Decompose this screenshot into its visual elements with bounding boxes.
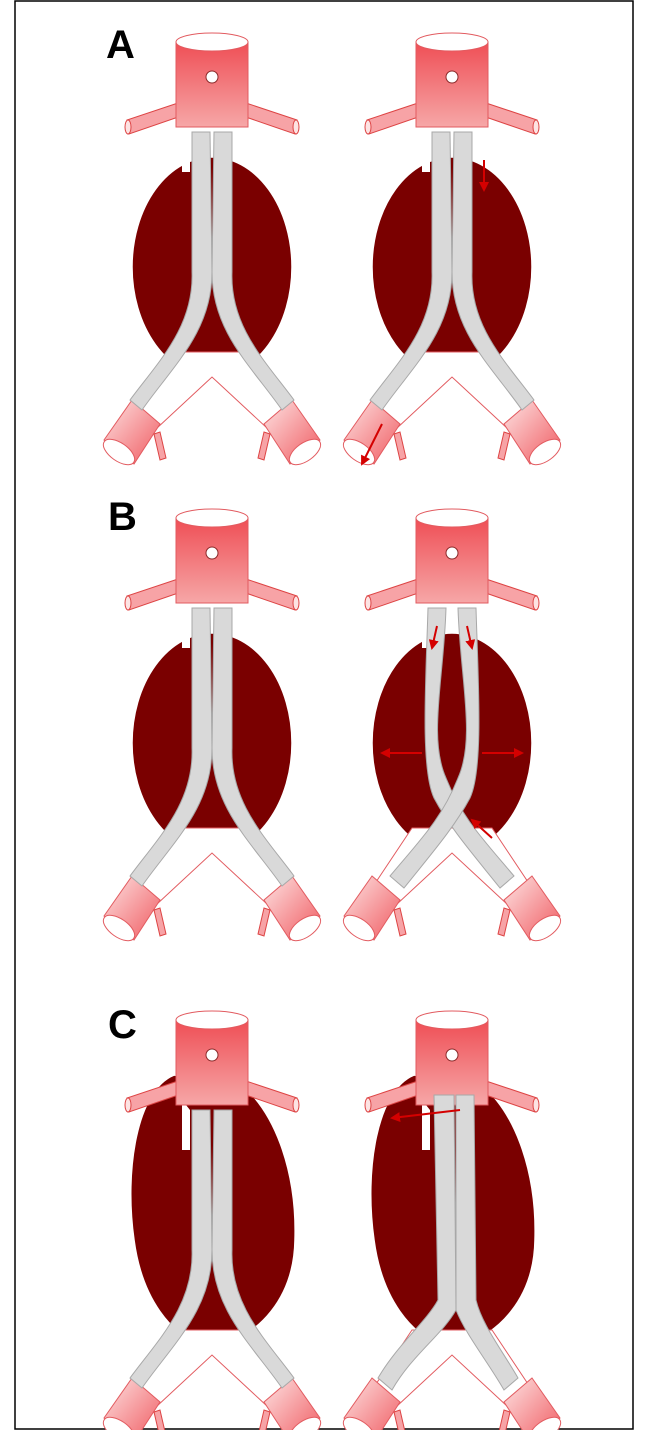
sma-ostium bbox=[206, 547, 218, 559]
internal-iliac-right bbox=[498, 432, 510, 460]
internal-iliac-left bbox=[154, 1410, 166, 1430]
panel-label-b: B bbox=[108, 495, 137, 539]
aortic-lumen-top bbox=[416, 1011, 488, 1029]
sma-ostium bbox=[446, 1049, 458, 1061]
internal-iliac-left bbox=[154, 908, 166, 936]
panel-label-c: C bbox=[108, 1003, 137, 1047]
aortic-lumen-top bbox=[176, 509, 248, 527]
aortic-lumen-top bbox=[416, 509, 488, 527]
aortic-lumen-top bbox=[416, 33, 488, 51]
internal-iliac-right bbox=[258, 432, 270, 460]
aorta-diagram-6 bbox=[339, 1011, 565, 1430]
internal-iliac-right bbox=[498, 1410, 510, 1430]
internal-iliac-right bbox=[498, 908, 510, 936]
aorta-diagram-3 bbox=[99, 509, 325, 946]
internal-iliac-right bbox=[258, 908, 270, 936]
aorta-diagram-5 bbox=[99, 1011, 325, 1430]
internal-iliac-left bbox=[394, 432, 406, 460]
sma-ostium bbox=[446, 71, 458, 83]
aortic-lumen-top bbox=[176, 33, 248, 51]
sma-ostium bbox=[206, 1049, 218, 1061]
aortic-neck bbox=[176, 1020, 248, 1105]
aorta-diagram-1 bbox=[99, 33, 325, 470]
sma-ostium bbox=[206, 71, 218, 83]
panel-label-a: A bbox=[106, 23, 135, 67]
aortic-neck bbox=[176, 518, 248, 603]
figure-frame bbox=[15, 1, 633, 1429]
internal-iliac-right bbox=[258, 1410, 270, 1430]
sma-ostium bbox=[446, 547, 458, 559]
aortic-neck bbox=[176, 42, 248, 127]
aorta-diagram-4 bbox=[339, 509, 565, 946]
aortic-neck bbox=[416, 42, 488, 127]
internal-iliac-left bbox=[394, 1410, 406, 1430]
aortic-neck bbox=[416, 518, 488, 603]
aorta-diagram-2 bbox=[339, 33, 565, 470]
internal-iliac-left bbox=[394, 908, 406, 936]
aortic-lumen-top bbox=[176, 1011, 248, 1029]
internal-iliac-left bbox=[154, 432, 166, 460]
aortic-neck bbox=[416, 1020, 488, 1105]
